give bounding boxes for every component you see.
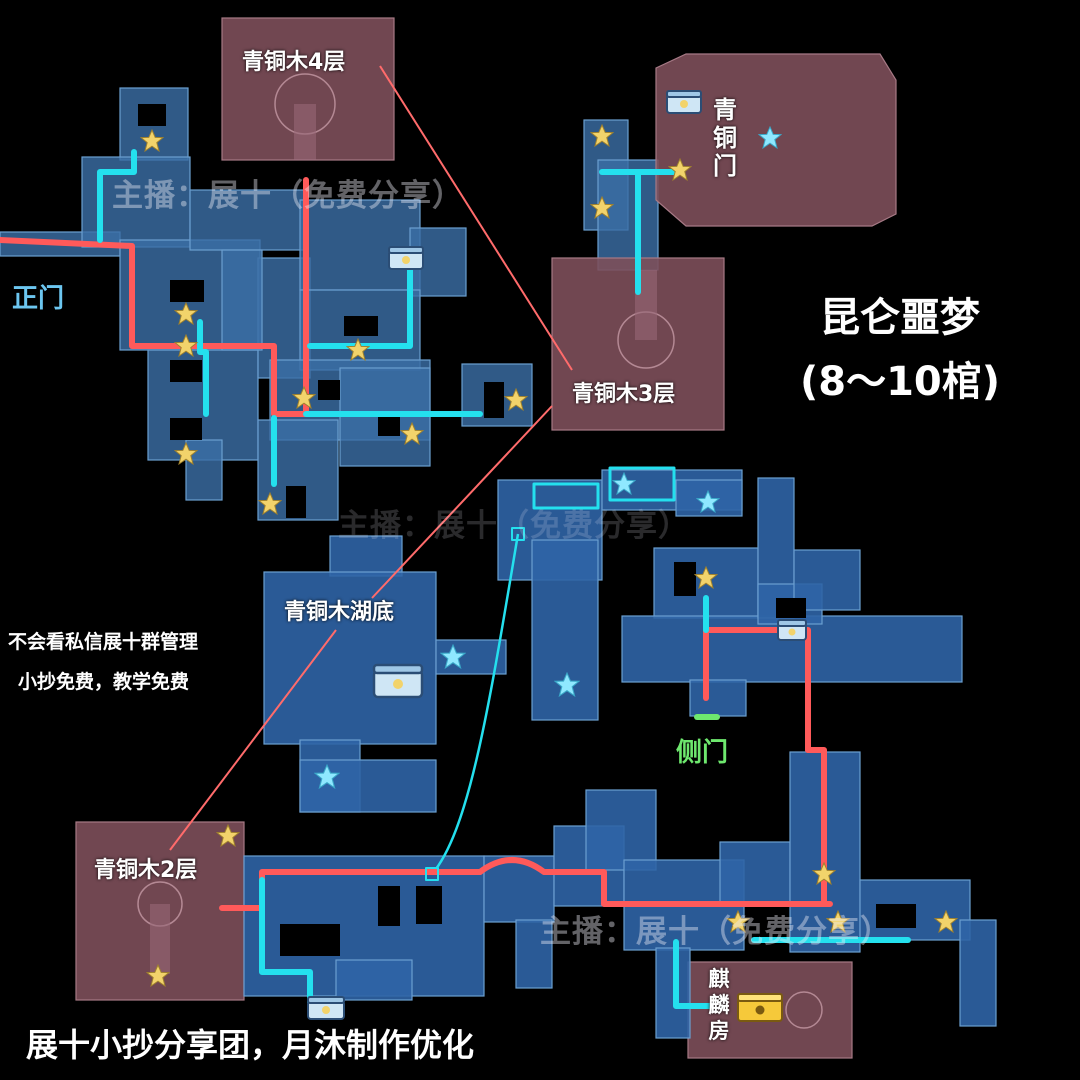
- side-gate-label: 侧门: [676, 738, 729, 768]
- golden-chest-icon: [737, 993, 783, 1022]
- watermark: 主播：展十（免费分享）: [338, 508, 690, 544]
- upper-right-tower: [583, 119, 659, 271]
- room-label-bronze-tree-f3: 青铜木3层: [572, 382, 676, 407]
- room-label-bronze-tree-f2: 青铜木2层: [94, 858, 198, 883]
- spiral-stair-icon: [274, 73, 336, 135]
- map-title: 昆仑噩梦 (8～10棺): [770, 286, 1030, 414]
- room-label-bronze-gate: 青铜门: [713, 96, 737, 180]
- notes: 不会看私信展十群管理 小抄免费，教学免费: [8, 622, 198, 702]
- treasure-chest-icon: [388, 246, 424, 270]
- chests: [307, 90, 807, 1022]
- room-label-qilin-room: 麒麟房: [708, 967, 730, 1043]
- treasure-chest-icon: [666, 90, 702, 114]
- central-dungeon: [497, 469, 963, 721]
- side-gate-marker: [694, 714, 720, 720]
- map-title-line1: 昆仑噩梦: [820, 295, 980, 341]
- treasure-chest-icon: [777, 619, 807, 641]
- watermark: 主播：展十（免费分享）: [540, 914, 892, 950]
- treasure-chest-icon: [307, 996, 345, 1020]
- note-line1: 不会看私信展十群管理: [8, 631, 199, 653]
- room-bronze-tree-f4: [221, 17, 395, 161]
- upper-left-dungeon: [0, 87, 533, 521]
- label-leader-lines: [169, 65, 573, 851]
- spiral-stair-icon: [617, 311, 675, 369]
- cyan-route: [97, 149, 911, 1009]
- pink-rooms: [75, 17, 897, 1059]
- note-line2: 小抄免费，教学免费: [18, 671, 190, 693]
- main-gate-label: 正门: [12, 284, 65, 314]
- central-dark-cells: [674, 562, 806, 618]
- bottom-dark-cells: [280, 886, 916, 956]
- upper-left-dark-cells: [138, 104, 504, 518]
- spiral-stairs: [137, 73, 823, 1029]
- footer-credit: 展十小抄分享团，月沐制作优化: [26, 1026, 475, 1064]
- spiral-stair-icon: [137, 881, 183, 927]
- cyan-thin-connector: [431, 533, 520, 875]
- map-title-line2: (8～10棺): [799, 359, 1001, 405]
- treasure-chest-icon: [372, 663, 424, 699]
- room-bronze-gate: [655, 53, 897, 227]
- room-label-bronze-tree-lakebed: 青铜木湖底: [284, 600, 395, 625]
- spiral-stair-icon: [785, 991, 823, 1029]
- watermark: 主播：展十（免费分享）: [112, 178, 464, 214]
- room-label-bronze-tree-f4: 青铜木4层: [242, 50, 346, 75]
